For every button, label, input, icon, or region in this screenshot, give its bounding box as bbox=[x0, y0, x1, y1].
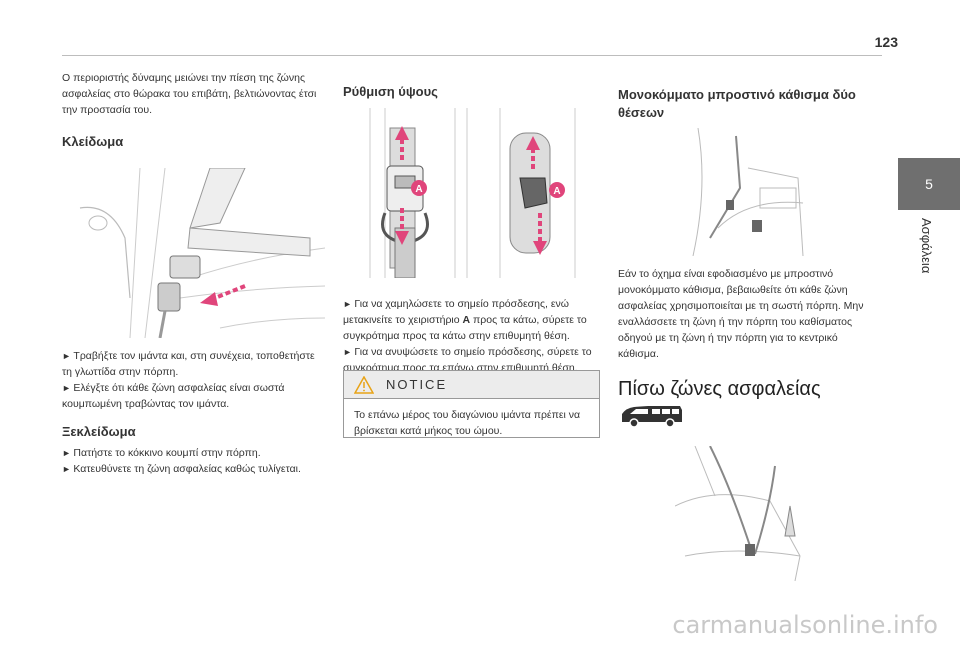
lock-bullet-2: Ελέγξτε ότι κάθε ζώνη ασφαλείας είναι σω… bbox=[62, 380, 324, 412]
label-a-right: A bbox=[553, 186, 560, 197]
rear-belts-title: Πίσω ζώνες ασφαλείας bbox=[618, 378, 821, 400]
page-number: 123 bbox=[874, 34, 898, 50]
limiter-intro: Ο περιοριστής δύναμης μειώνει την πίεση … bbox=[62, 72, 317, 116]
mono-seat-title: Μονοκόμματο μπροστινό κάθισμα δύο θέσεων bbox=[618, 87, 856, 120]
chapter-title: Ασφάλεια bbox=[919, 218, 934, 274]
warning-triangle-icon bbox=[354, 375, 374, 394]
column-3: Μονοκόμματο μπροστινό κάθισμα δύο θέσεων bbox=[618, 70, 880, 122]
height-bullet-1: Για να χαμηλώσετε το σημείο πρόσδεσης, ε… bbox=[343, 296, 605, 344]
column-1-lower: Τραβήξτε τον ιμάντα και, στη συνέχεια, τ… bbox=[62, 348, 324, 477]
front-bench-illustration bbox=[688, 128, 808, 256]
belt-lock-illustration bbox=[70, 168, 325, 338]
column-1: Ο περιοριστής δύναμης μειώνει την πίεση … bbox=[62, 70, 324, 149]
mono-seat-text: Εάν το όχημα είναι εφοδιασμένο με μπροστ… bbox=[618, 268, 864, 360]
notice-header: NOTICE bbox=[344, 371, 599, 399]
height-title: Ρύθμιση ύψους bbox=[343, 84, 438, 99]
chapter-tab[interactable]: 5 bbox=[898, 158, 960, 210]
unlock-bullet-1: Πατήστε το κόκκινο κουμπί στην πόρπη. bbox=[62, 445, 324, 461]
column-2: Ρύθμιση ύψους bbox=[343, 70, 605, 99]
unlock-bullet-2: Κατευθύνετε τη ζώνη ασφαλείας καθώς τυλί… bbox=[62, 461, 324, 477]
header-rule bbox=[62, 55, 882, 56]
column-2-lower: Για να χαμηλώσετε το σημείο πρόσδεσης, ε… bbox=[343, 296, 605, 376]
notice-text: Το επάνω μέρος του διαγώνιου ιμάντα πρέπ… bbox=[354, 409, 581, 437]
height-adjust-illustration: A A bbox=[355, 108, 593, 278]
lock-bullet-1: Τραβήξτε τον ιμάντα και, στη συνέχεια, τ… bbox=[62, 348, 324, 380]
rear-belts-illustration bbox=[675, 446, 805, 581]
van-icon bbox=[618, 402, 686, 428]
label-a-left: A bbox=[415, 184, 422, 195]
notice-box: NOTICE Το επάνω μέρος του διαγώνιου ιμάν… bbox=[343, 370, 600, 438]
unlock-title: Ξεκλείδωμα bbox=[62, 424, 136, 439]
column-3-lower: Εάν το όχημα είναι εφοδιασμένο με μπροστ… bbox=[618, 266, 880, 401]
lock-title: Κλείδωμα bbox=[62, 134, 124, 149]
watermark: carmanualsonline.info bbox=[672, 611, 938, 639]
notice-title: NOTICE bbox=[386, 377, 448, 392]
